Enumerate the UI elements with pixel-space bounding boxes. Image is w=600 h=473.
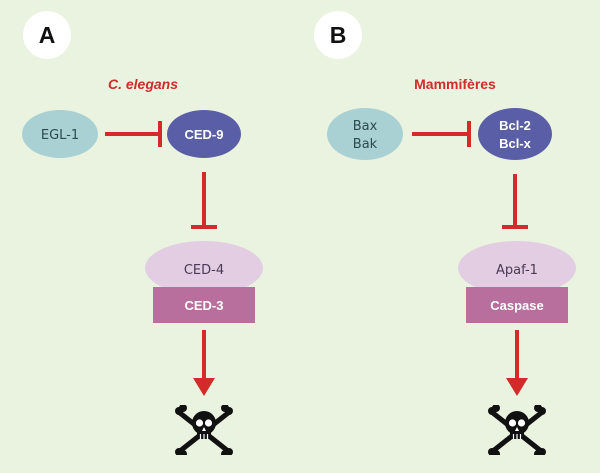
bclx-label: Bcl-x — [499, 136, 532, 151]
bak-label: Bak — [353, 137, 378, 152]
apaf1-node — [458, 241, 576, 295]
ced9-node — [167, 110, 241, 158]
egl1-node — [22, 110, 98, 158]
skull-and-crossbones-icon — [488, 404, 546, 458]
egl1-label: EGL-1 — [41, 128, 79, 143]
panel-b: B Mammifères Bax Bak Bcl-2 Bcl-x Apaf-1 … — [314, 11, 576, 458]
panel-a: A C. elegans EGL-1 CED-9 CED-4 CED-3 — [22, 11, 263, 458]
skull-and-crossbones-icon — [175, 404, 233, 458]
ced3-label: CED-3 — [184, 298, 223, 313]
panel-a-badge — [23, 11, 71, 59]
ced9-label: CED-9 — [184, 127, 223, 142]
panel-b-organism-title: Mammifères — [414, 76, 496, 92]
caspase-node — [466, 287, 568, 323]
bcl2-label: Bcl-2 — [499, 118, 531, 133]
apaf1-label: Apaf-1 — [496, 263, 538, 278]
bax-bak-node — [327, 108, 403, 160]
panel-b-letter: B — [330, 22, 347, 48]
panel-b-badge — [314, 11, 362, 59]
bax-label: Bax — [353, 119, 378, 134]
panel-a-organism-title: C. elegans — [108, 76, 178, 92]
ced4-label: CED-4 — [184, 263, 224, 278]
ced3-node — [153, 287, 255, 323]
arrow-ced3-death-head — [193, 378, 215, 396]
panel-a-letter: A — [39, 22, 56, 48]
arrow-caspase-death-head — [506, 378, 528, 396]
caspase-label: Caspase — [490, 298, 543, 313]
bcl2-bclx-node — [478, 108, 552, 160]
ced4-node — [145, 241, 263, 295]
